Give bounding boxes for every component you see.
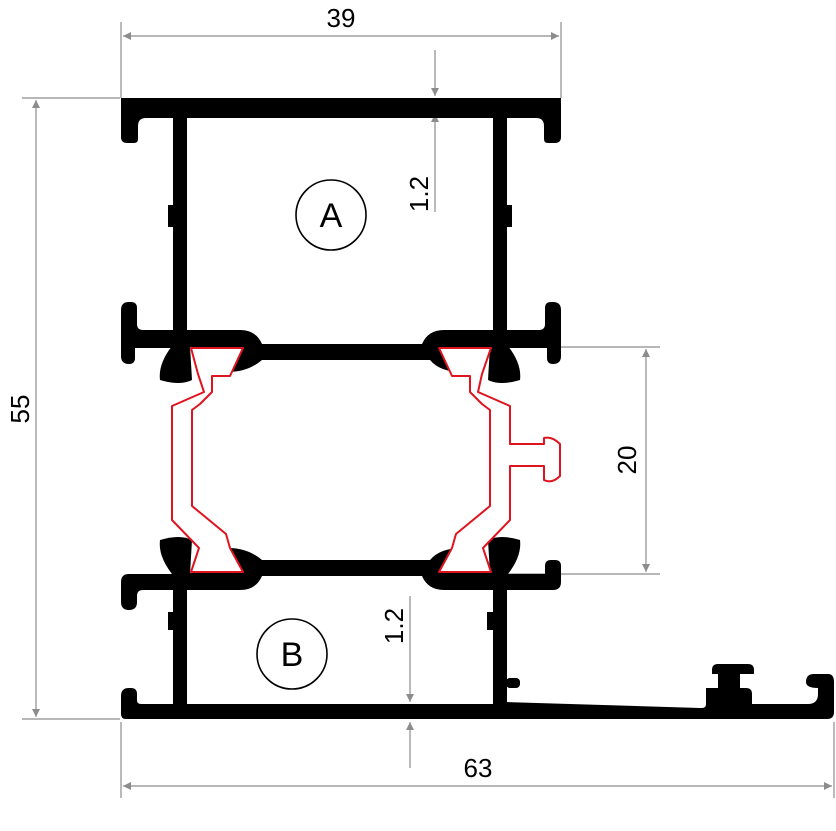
lower-claw-left bbox=[159, 537, 192, 574]
lower-top-flange-left bbox=[121, 574, 180, 610]
lower-top-web bbox=[178, 548, 502, 590]
thermal-break-right bbox=[438, 347, 561, 573]
chamber-b-letter: B bbox=[281, 636, 304, 674]
upper-right-rib bbox=[506, 205, 512, 227]
upper-left-wall bbox=[173, 112, 187, 348]
dim-label-bottom-width: 63 bbox=[464, 753, 493, 783]
dim-label-top-width: 39 bbox=[327, 3, 356, 33]
lower-left-wall bbox=[173, 586, 187, 708]
upper-profile bbox=[121, 98, 561, 383]
chamber-label-a: A bbox=[295, 179, 367, 251]
dim-label-total-height: 55 bbox=[5, 395, 35, 424]
upper-lower-flange-left bbox=[121, 302, 178, 364]
upper-bottom-web bbox=[178, 330, 502, 372]
upper-left-rib bbox=[168, 205, 174, 227]
lower-right-wall bbox=[493, 586, 507, 708]
upper-lower-flange-right bbox=[502, 302, 561, 364]
upper-top-flange bbox=[121, 98, 561, 143]
thermal-break-left bbox=[171, 347, 244, 573]
thermal-break bbox=[171, 347, 561, 573]
lower-right-nub bbox=[506, 678, 520, 688]
lower-claw-right bbox=[488, 537, 521, 574]
chamber-a-circle bbox=[295, 179, 367, 251]
lower-base bbox=[121, 664, 834, 719]
dim-label-wall-a: 1.2 bbox=[404, 176, 434, 212]
lower-top-flange-right bbox=[500, 560, 561, 590]
upper-claw-left bbox=[159, 346, 192, 383]
dim-label-wall-b: 1.2 bbox=[379, 608, 409, 644]
dim-label-break-height: 20 bbox=[612, 446, 642, 475]
upper-claw-right bbox=[488, 346, 521, 383]
upper-right-wall bbox=[493, 112, 507, 348]
chamber-b-circle bbox=[256, 618, 328, 690]
lower-profile bbox=[121, 537, 834, 719]
lower-right-rib bbox=[487, 612, 493, 630]
dimensions: 39 55 63 20 1.2 1.2 bbox=[5, 3, 835, 798]
chamber-a-letter: A bbox=[320, 197, 343, 235]
lower-left-rib bbox=[168, 612, 174, 630]
chamber-label-b: B bbox=[256, 618, 328, 690]
